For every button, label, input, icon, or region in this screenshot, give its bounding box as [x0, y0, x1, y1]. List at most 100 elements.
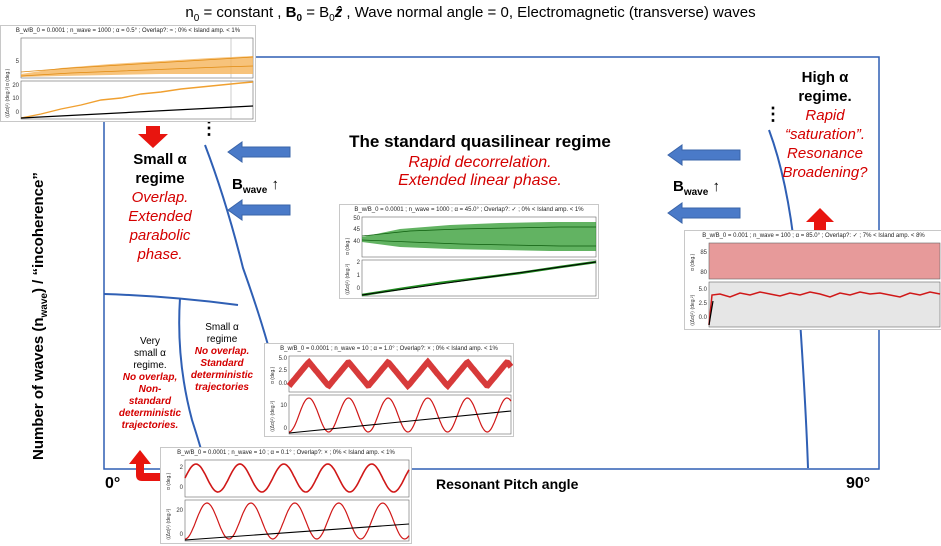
title-b0-sub: 0 — [329, 13, 335, 24]
panel-mid-small-linear — [288, 410, 512, 434]
panel-mid-small-tick-b1: 0 — [283, 426, 287, 432]
panel-mid-small-plots — [286, 355, 513, 435]
panel-bottom-small-tick-t1: 0 — [179, 485, 183, 491]
very-small-alpha-title2: small α — [134, 348, 166, 359]
panel-top-left-plots — [20, 37, 254, 120]
blue-arrow-left-upper — [227, 141, 291, 163]
very-small-alpha-red4: deterministic — [118, 408, 182, 419]
x-axis-min: 0° — [105, 475, 121, 492]
very-small-alpha-red5: trajectories. — [121, 420, 179, 431]
small-alpha-overlap-title1: Small α — [133, 151, 187, 168]
boundary-small-alpha — [204, 144, 269, 346]
panel-bottom-small-header: B_w/B_0 = 0.0001 ; n_wave = 10 ; α = 0.1… — [177, 450, 395, 456]
panel-top-left-band — [21, 56, 253, 77]
very-small-alpha-title1: Very — [139, 336, 160, 347]
panel-center-tick-t0: 50 — [353, 216, 360, 222]
bwave-right-arrow: ↑ — [712, 178, 720, 195]
panel-right: B_w/B_0 = 0.001 ; n_wave = 100 ; α = 85.… — [684, 230, 941, 330]
standard-regime-line1: Rapid decorrelation. — [408, 154, 552, 171]
panel-top-left-tick-b1: 10 — [12, 96, 19, 102]
panel-bottom-small-tick-b1: 0 — [179, 532, 183, 538]
bwave-label-right: Bwave ↑ — [673, 178, 720, 198]
panel-top-left-tick-b0: 20 — [12, 83, 19, 89]
blue-arrow-right-lower — [667, 202, 741, 224]
panel-top-left: B_w/B_0 = 0.0001 ; n_wave = 1000 ; α = 0… — [0, 25, 256, 122]
panel-bottom-small-tick-b0: 20 — [176, 508, 183, 514]
small-alpha-overlap-title2: regime — [135, 170, 185, 187]
panel-right-variance — [708, 291, 941, 326]
panel-right-tick-b0: 5.0 — [698, 287, 707, 293]
panel-top-left-axes-bottom — [20, 80, 254, 120]
title-zhat: ẑ — [334, 4, 343, 21]
bwave-left-sub: wave — [242, 185, 268, 196]
red-arrow-bent — [129, 450, 160, 481]
bwave-label-left: Bwave ↑ — [232, 176, 279, 196]
high-alpha-title2: regime. — [798, 88, 852, 105]
panel-right-tick-b1: 2.5 — [698, 301, 707, 307]
small-alpha-no-overlap-red2: Standard — [200, 358, 244, 369]
panel-right-tick-b2: 0.0 — [698, 315, 707, 321]
panel-bottom-small-axes-bottom — [184, 499, 410, 542]
standard-regime-line2: Extended linear phase. — [398, 172, 562, 189]
panel-mid-small-header: B_w/B_0 = 0.0001 ; n_wave = 10 ; α = 1.0… — [280, 346, 498, 352]
blue-arrow-left-lower — [227, 199, 291, 221]
panel-top-left-band-line2 — [20, 65, 254, 77]
title-b0-bold: B — [285, 4, 297, 21]
panel-top-left-header: B_w/B_0 = 0.0001 ; n_wave = 1000 ; α = 0… — [15, 28, 241, 34]
high-alpha-red3: Resonance — [787, 145, 863, 162]
boundary-horizontal — [103, 293, 239, 306]
panel-top-left-tick-b2: 0 — [15, 110, 19, 116]
panel-center-plots — [361, 216, 597, 297]
high-alpha-red1: Rapid — [805, 107, 845, 124]
standard-regime-title: The standard quasilinear regime — [349, 132, 611, 151]
panel-center-tick-b2: 0 — [356, 286, 360, 292]
small-alpha-no-overlap-text: Small α regime No overlap. Standard dete… — [186, 322, 258, 394]
panel-bottom-small-linear — [184, 523, 410, 541]
panel-bottom-small: B_w/B_0 = 0.0001 ; n_wave = 10 ; α = 0.1… — [160, 447, 412, 544]
panel-right-tick-t0: 85 — [700, 250, 707, 256]
panel-bottom-small-axes-top — [184, 459, 410, 498]
blue-arrow-right-upper — [667, 144, 741, 166]
panel-right-tick-t1: 80 — [700, 270, 707, 276]
panel-mid-small-oscill — [288, 397, 512, 433]
panel-center-band-line2 — [361, 239, 596, 247]
panel-mid-small-tick-t0: 5.0 — [278, 356, 287, 362]
very-small-alpha-red1: No overlap, — [122, 372, 178, 383]
panel-top-left-tick-top: 5 — [15, 59, 19, 65]
red-arrow-up — [806, 208, 834, 230]
bwave-right-b: B — [673, 178, 684, 195]
small-alpha-no-overlap-red4: trajectories — [195, 382, 249, 393]
small-alpha-overlap-red4: phase. — [137, 246, 183, 263]
small-alpha-no-overlap-red3: deterministic — [190, 370, 254, 381]
very-small-alpha-red2: Non- — [138, 384, 162, 395]
panel-bottom-small-sine — [184, 463, 410, 493]
panel-bottom-small-tick-t0: 2 — [179, 465, 183, 471]
panel-center-tick-b0: 2 — [356, 260, 360, 266]
small-alpha-overlap-text: Small α regime Overlap. Extended parabol… — [112, 150, 208, 264]
panel-center-band-line1 — [361, 226, 596, 237]
panel-center-band — [362, 222, 596, 251]
bwave-left-arrow: ↑ — [271, 176, 279, 193]
title-n0: n — [185, 4, 194, 21]
panel-top-left-variance — [20, 81, 254, 119]
title-b0-bold-sub: 0 — [296, 13, 303, 24]
title-n0-sub: 0 — [193, 13, 200, 24]
high-alpha-red2: “saturation”. — [784, 126, 866, 143]
small-alpha-no-overlap-red1: No overlap. — [194, 346, 250, 357]
panel-center-header: B_w/B_0 = 0.0001 ; n_wave = 1000 ; α = 4… — [354, 207, 584, 213]
bwave-left-b: B — [232, 176, 243, 193]
very-small-alpha-text: Very small α regime. No overlap, Non- st… — [114, 336, 186, 432]
panel-center-tick-b1: 1 — [356, 273, 360, 279]
panel-center-linear — [361, 261, 597, 296]
panel-top-left-band-line1 — [20, 56, 254, 73]
panel-mid-small-tick-t1: 2.5 — [278, 368, 287, 374]
x-axis-max: 90° — [846, 475, 871, 492]
panel-center-tick-t1: 45 — [353, 227, 360, 233]
bwave-right-sub: wave — [683, 187, 709, 198]
panel-bottom-small-oscill — [184, 502, 410, 540]
panel-right-linear — [708, 300, 714, 326]
panel-center: B_w/B_0 = 0.0001 ; n_wave = 1000 ; α = 4… — [339, 204, 599, 299]
ellipsis-right: ⋮ — [764, 104, 782, 124]
title-part1: = constant , — [199, 4, 286, 21]
